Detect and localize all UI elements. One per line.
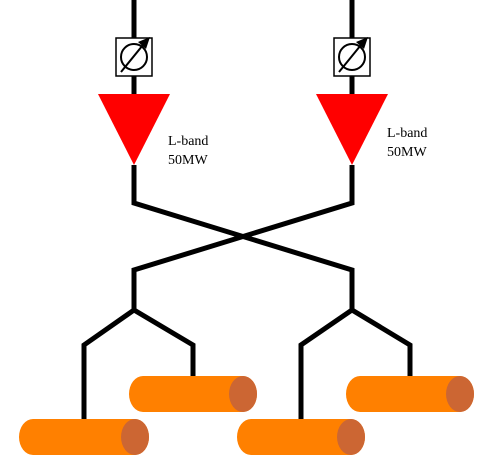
klystron-label-right: L-band 50MW: [387, 124, 427, 162]
waveguide-right-to-left: [131, 165, 355, 310]
splitter-right: [298, 307, 413, 425]
band-text: L-band: [168, 134, 209, 149]
band-text: L-band: [387, 126, 428, 141]
cavity-right-back: [346, 376, 474, 412]
cavity-left-back: [129, 376, 257, 412]
splitter-left: [81, 307, 196, 425]
amplifier-right: [316, 94, 388, 165]
cavity-left-front: [19, 419, 149, 455]
phase-shifter-left: [115, 37, 153, 77]
phase-shifter-right: [333, 37, 371, 77]
cavity-right-front: [237, 419, 365, 455]
klystron-label-left: L-band 50MW: [168, 132, 208, 170]
amplifier-left: [98, 94, 170, 165]
power-text: 50MW: [387, 145, 427, 160]
power-text: 50MW: [168, 153, 208, 168]
